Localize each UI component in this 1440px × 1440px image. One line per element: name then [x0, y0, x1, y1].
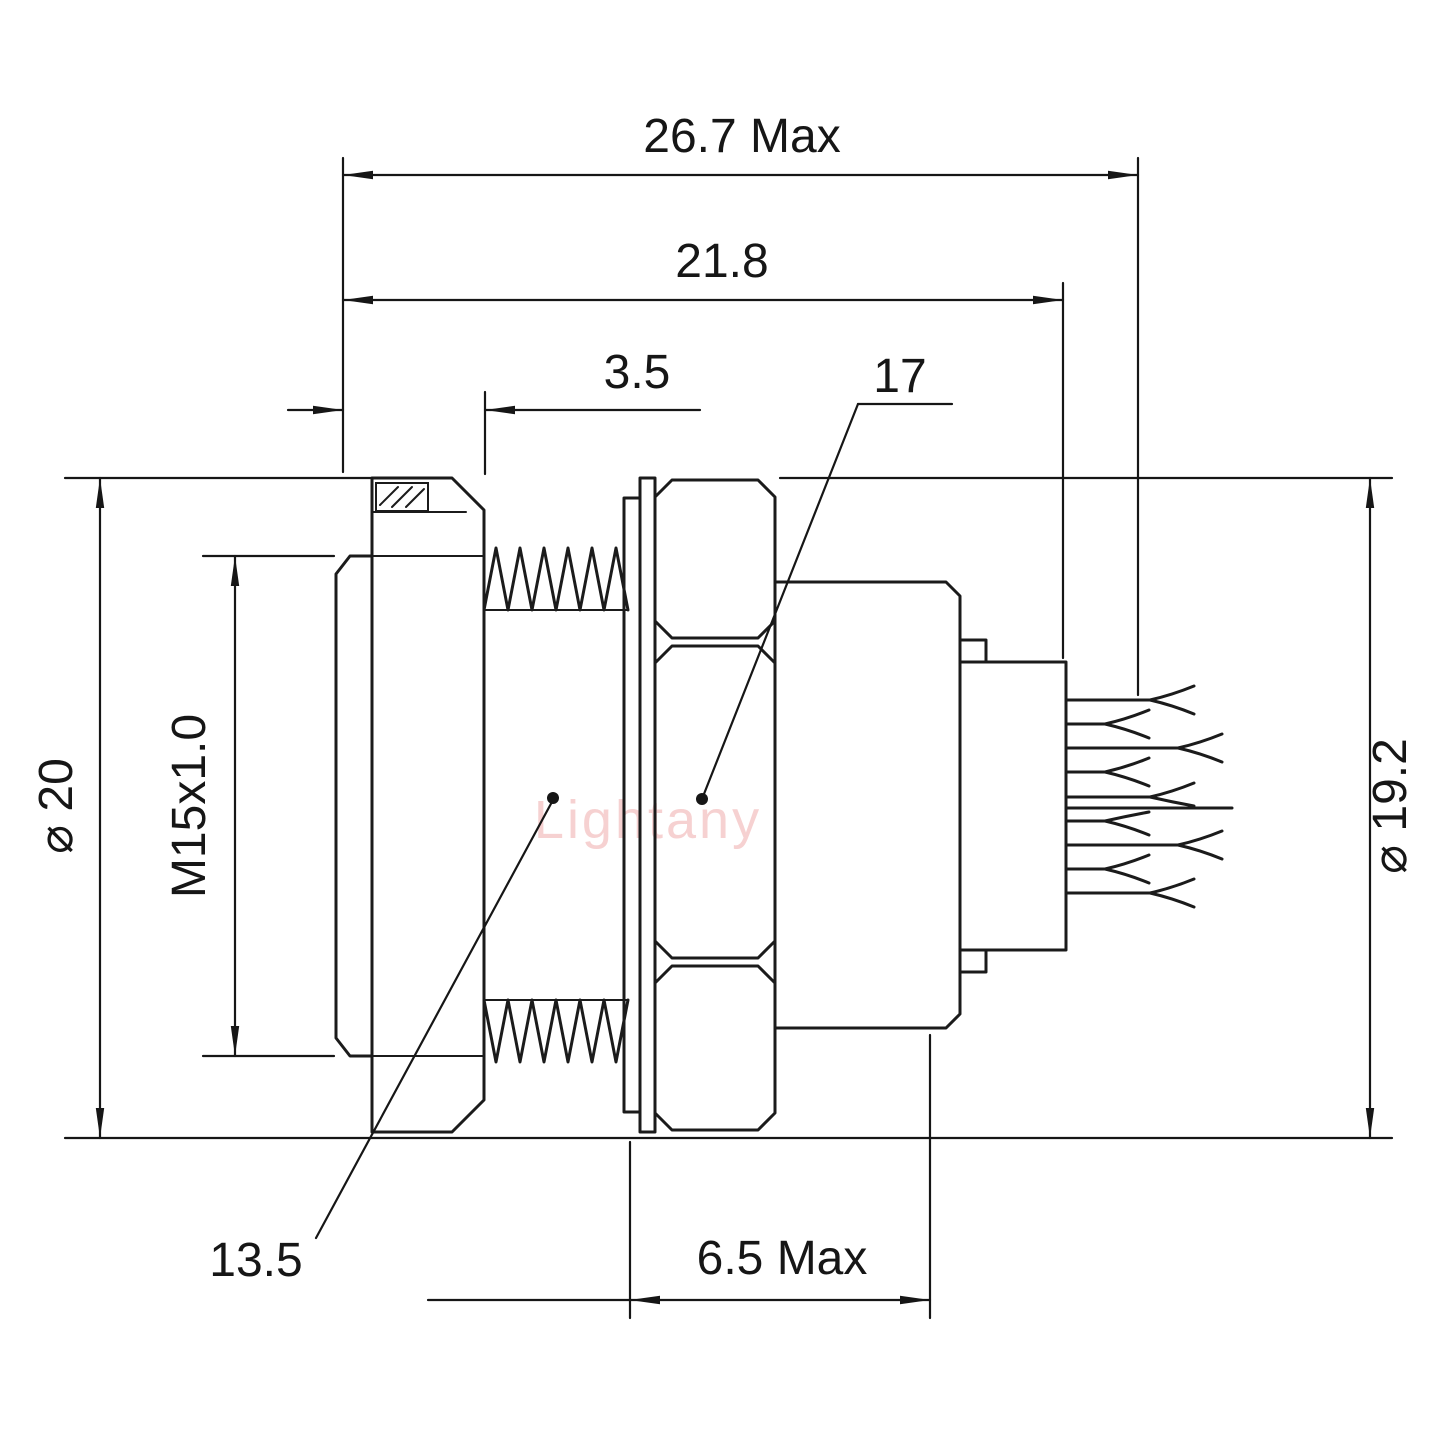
contact-fork: [1064, 829, 1224, 861]
keyway-hatch-line: [405, 488, 425, 508]
contact-fork: [1064, 732, 1224, 764]
hex-facet-top: [653, 478, 777, 640]
hex-facet-middle: [653, 644, 777, 960]
thread-profile-bottom: [482, 998, 630, 1064]
keyway-hatch-line: [379, 486, 399, 506]
rear-shell: [773, 580, 962, 1030]
hex-nut: [653, 478, 777, 1132]
contact-fork: [1064, 708, 1151, 740]
solder-contacts: [1064, 684, 1234, 909]
dim-thread-spec: M15x1.0: [163, 554, 240, 1058]
hex-facet-bottom: [653, 964, 777, 1132]
dim-label-hex-flats: 17: [873, 350, 926, 403]
dim-flange-thickness: 3.5: [286, 346, 702, 415]
contact-fork: [1064, 781, 1196, 808]
dim-front-diameter: ⌀ 20: [30, 476, 105, 1140]
front-flange: [370, 476, 486, 1134]
insulator-body: [958, 660, 1068, 952]
leader-line: [700, 402, 860, 801]
contact-fork: [1064, 756, 1151, 788]
leader-line: [314, 798, 555, 1240]
dimensions: 26.7 Max 21.8 3.5 ⌀ 20 M15x1.0 ⌀ 19.2: [30, 110, 1417, 1320]
contact-fork: [1064, 853, 1151, 885]
contact-fork: [1064, 810, 1151, 837]
leader-thread-length: 13.5: [209, 792, 559, 1287]
dim-label-thread-length: 13.5: [209, 1234, 302, 1287]
thread-profile-top: [482, 546, 630, 612]
dim-body-length: 21.8: [341, 235, 1065, 305]
watermark-text: Lightany: [534, 790, 762, 850]
rear-nub-bottom: [958, 948, 988, 974]
dim-label-front-diameter: ⌀ 20: [30, 758, 83, 854]
front-collar-step: [334, 554, 374, 1058]
dim-label-overall-length: 26.7 Max: [643, 110, 840, 163]
dim-overall-length: 26.7 Max: [341, 110, 1140, 180]
contact-fork: [1064, 877, 1196, 909]
leader-dot: [696, 793, 708, 805]
dim-hex-diameter: ⌀ 19.2: [1364, 476, 1417, 1140]
keyway-box: [375, 482, 429, 512]
dim-label-hex-diameter: ⌀ 19.2: [1364, 738, 1417, 874]
threaded-barrel: [482, 546, 630, 1064]
dim-label-thread-spec: M15x1.0: [163, 714, 216, 898]
connector-drawing: [334, 476, 1234, 1134]
rear-nub-top: [958, 638, 988, 664]
leader-hex-flats: 17: [696, 350, 954, 805]
dim-label-body-length: 21.8: [675, 235, 768, 288]
keyway-hatch-line: [391, 486, 413, 508]
contact-fork: [1064, 684, 1196, 716]
keyway-hatch: [375, 482, 429, 512]
leader-dot: [547, 792, 559, 804]
dim-rear-length: 6.5 Max: [426, 1232, 932, 1305]
dim-label-rear-length: 6.5 Max: [697, 1232, 868, 1285]
dim-label-flange-thickness: 3.5: [604, 346, 671, 399]
